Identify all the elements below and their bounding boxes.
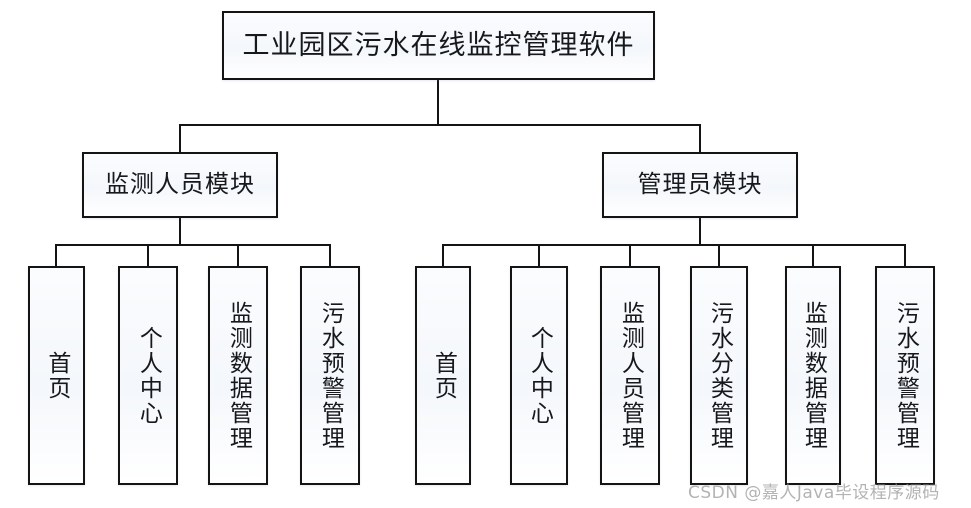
node-leaf-monitor-sewage-alert-management-label: 污水预警管理 <box>318 300 344 451</box>
node-leaf-admin-sewage-alert-management-label: 污水预警管理 <box>893 300 919 451</box>
node-leaf-admin-home-label: 首页 <box>431 350 457 401</box>
node-leaf-monitor-personal-center-label: 个人中心 <box>136 325 162 426</box>
node-leaf-admin-personal-center: 个人中心 <box>510 266 568 485</box>
watermark-text: CSDN @嘉人Java毕设程序源码 <box>688 483 940 503</box>
node-module-monitor-staff-label: 监测人员模块 <box>105 171 255 198</box>
node-module-administrator-label: 管理员模块 <box>637 171 763 198</box>
node-leaf-monitor-data-management-label: 监测数据管理 <box>226 300 252 451</box>
node-module-monitor-staff: 监测人员模块 <box>82 152 278 218</box>
node-leaf-monitor-sewage-alert-management: 污水预警管理 <box>300 266 360 485</box>
node-root-system: 工业园区污水在线监控管理软件 <box>222 11 655 80</box>
node-leaf-admin-sewage-alert-management: 污水预警管理 <box>875 266 935 485</box>
node-leaf-admin-sewage-classification-management: 污水分类管理 <box>690 266 748 485</box>
node-root-label: 工业园区污水在线监控管理软件 <box>242 29 635 60</box>
node-leaf-monitor-personal-center: 个人中心 <box>118 266 178 485</box>
node-leaf-admin-monitor-data-management-label: 监测数据管理 <box>801 300 827 451</box>
node-leaf-admin-monitor-data-management: 监测数据管理 <box>785 266 841 485</box>
node-leaf-admin-home: 首页 <box>415 266 471 485</box>
node-leaf-monitor-home: 首页 <box>28 266 85 485</box>
node-leaf-admin-personal-center-label: 个人中心 <box>527 325 553 426</box>
node-leaf-admin-monitor-staff-management-label: 监测人员管理 <box>618 300 644 451</box>
node-leaf-admin-monitor-staff-management: 监测人员管理 <box>600 266 660 485</box>
node-leaf-admin-sewage-classification-management-label: 污水分类管理 <box>707 300 733 451</box>
node-leaf-monitor-data-management: 监测数据管理 <box>208 266 268 485</box>
node-leaf-monitor-home-label: 首页 <box>44 350 70 401</box>
node-module-administrator: 管理员模块 <box>602 152 798 218</box>
